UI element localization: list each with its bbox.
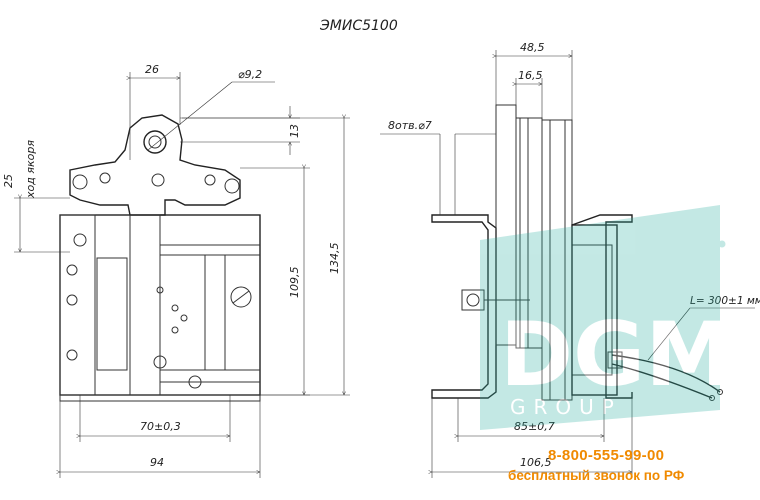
watermark-group: GROUP	[510, 395, 622, 419]
lead-wires	[611, 354, 721, 393]
dim-26: 26	[145, 63, 159, 76]
watermark: DGM GROUP	[480, 205, 733, 430]
dim-16-5: 16,5	[518, 69, 543, 82]
dim-134-5: 134,5	[328, 243, 341, 275]
contact-note: бесплатный звонок по РФ	[508, 468, 685, 483]
dim-106-5: 106,5	[520, 456, 552, 469]
dim-48-5: 48,5	[520, 41, 545, 54]
coil-winding	[96, 257, 128, 371]
screw-head	[230, 286, 252, 308]
hole-callout: 8отв.⌀7	[388, 119, 432, 132]
lead-length: L= 300±1 мм	[690, 295, 760, 307]
armature-lever	[69, 114, 241, 216]
side-view: 48,5 16,5 8отв.⌀7 L= 300±1 мм 85±0,7 106…	[380, 41, 760, 478]
dim-13: 13	[288, 124, 301, 138]
contact-phone[interactable]: 8-800-555-99-00	[548, 447, 665, 464]
dim-85: 85±0,7	[514, 420, 555, 433]
anchor-travel-label: ход якоря	[24, 140, 37, 199]
dim-25: 25	[2, 174, 15, 188]
dim-109-5: 109,5	[288, 267, 301, 299]
dim-d9-2: ⌀9,2	[238, 68, 262, 81]
mounting-bracket	[431, 214, 497, 399]
dim-94: 94	[150, 456, 164, 469]
pivot-hole	[143, 130, 167, 154]
front-view: 26 ⌀9,2 13 25 ход якоря 109,5 134,5 70±0…	[2, 63, 350, 478]
watermark-logo: DGM	[500, 303, 733, 406]
dim-70: 70±0,3	[140, 420, 181, 433]
drawing-title: ЭМИС5100	[319, 18, 398, 34]
